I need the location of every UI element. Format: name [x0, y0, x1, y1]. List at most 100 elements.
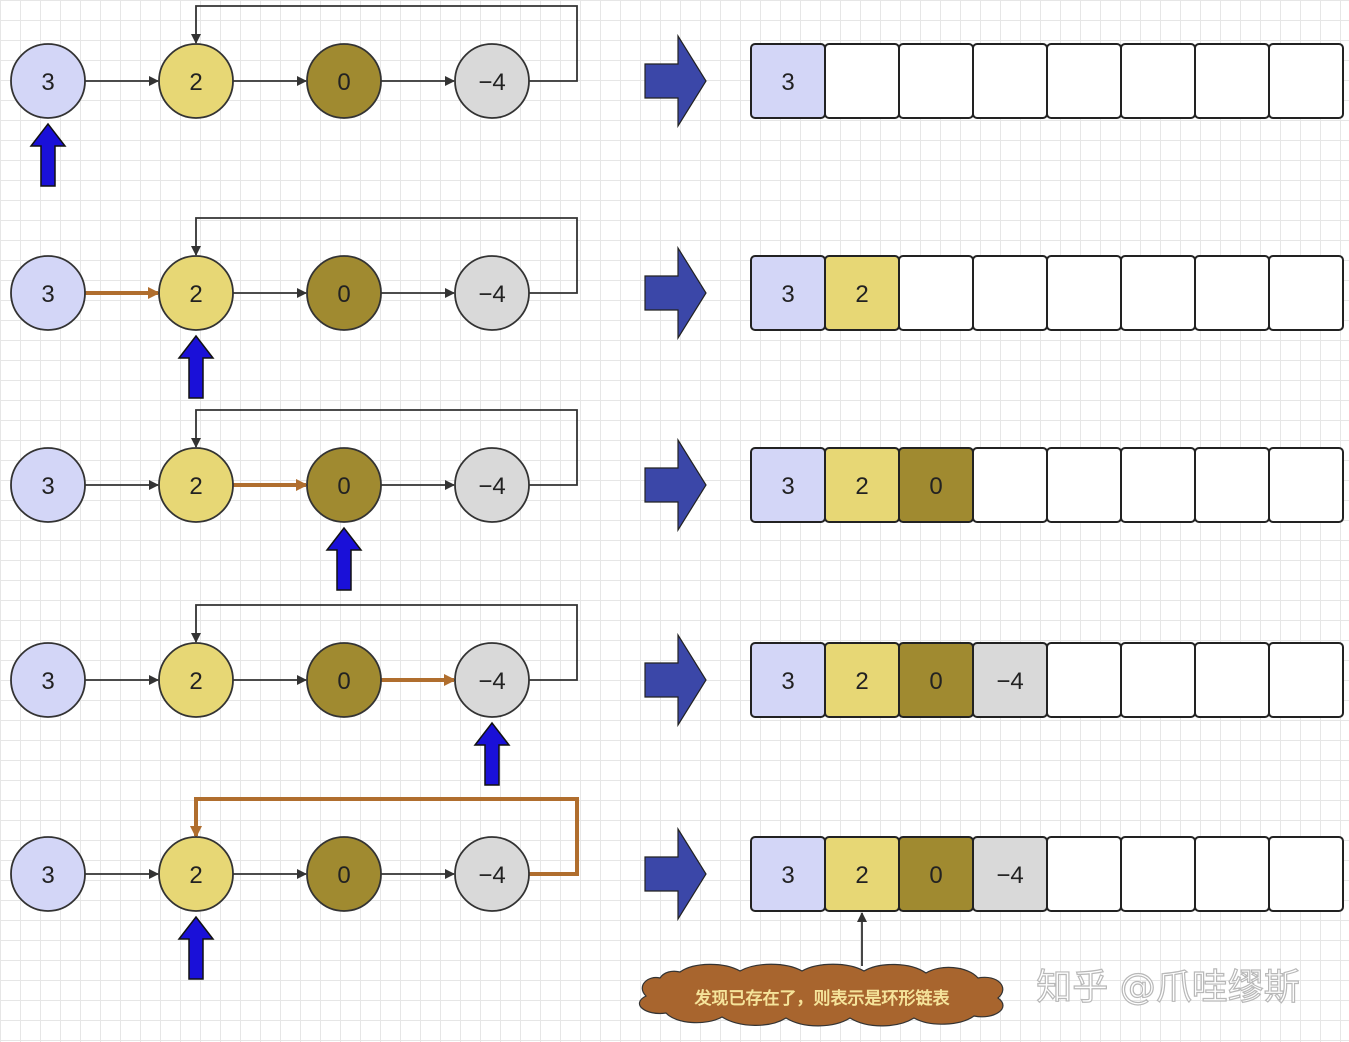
- node-3: [454, 43, 530, 119]
- array-cell-6: [1194, 836, 1270, 912]
- array-cell-6: [1194, 642, 1270, 718]
- array-cell-label-3: −4: [996, 668, 1023, 695]
- array-cell-7: [1268, 255, 1344, 331]
- node-2: [306, 642, 382, 718]
- array-cell-2: [898, 43, 974, 119]
- array-cell-3: [972, 43, 1048, 119]
- node-label-3: −4: [478, 69, 505, 96]
- big-arrow: [644, 826, 707, 922]
- node-label-2: 0: [337, 668, 350, 695]
- node-label-3: −4: [478, 281, 505, 308]
- node-3: [454, 255, 530, 331]
- array-cell-label-1: 2: [855, 281, 868, 308]
- array-cell-5: [1120, 447, 1196, 523]
- node-label-2: 0: [337, 281, 350, 308]
- array-cell-5: [1120, 642, 1196, 718]
- node-0: [10, 642, 86, 718]
- callout-text: 发现已存在了，则表示是环形链表: [694, 988, 951, 1009]
- node-label-0: 3: [41, 69, 54, 96]
- array-cell-1: [824, 43, 900, 119]
- node-1: [158, 255, 234, 331]
- node-2: [306, 447, 382, 523]
- loop-edge: [191, 217, 578, 294]
- array-cell-6: [1194, 447, 1270, 523]
- array-cell-label-0: 3: [781, 281, 794, 308]
- node-label-0: 3: [41, 281, 54, 308]
- node-label-2: 0: [337, 69, 350, 96]
- array-cell-7: [1268, 836, 1344, 912]
- node-3: [454, 836, 530, 912]
- array-cell-3: [972, 447, 1048, 523]
- node-label-0: 3: [41, 862, 54, 889]
- array-cell-4: [1046, 447, 1122, 523]
- array-cell-label-0: 3: [781, 69, 794, 96]
- node-3: [454, 447, 530, 523]
- node-3: [454, 642, 530, 718]
- array-cell-7: [1268, 642, 1344, 718]
- node-label-1: 2: [189, 862, 202, 889]
- pointer-arrow: [177, 915, 215, 980]
- array-cell-5: [1120, 43, 1196, 119]
- node-1: [158, 836, 234, 912]
- node-label-1: 2: [189, 69, 202, 96]
- array-cell-label-2: 0: [929, 668, 942, 695]
- array-cell-3: [972, 255, 1048, 331]
- big-arrow: [644, 437, 707, 533]
- big-arrow: [644, 33, 707, 129]
- node-label-2: 0: [337, 862, 350, 889]
- node-label-0: 3: [41, 473, 54, 500]
- node-label-3: −4: [478, 668, 505, 695]
- node-0: [10, 43, 86, 119]
- node-0: [10, 255, 86, 331]
- node-0: [10, 447, 86, 523]
- big-arrow: [644, 632, 707, 728]
- array-cell-7: [1268, 43, 1344, 119]
- array-cell-label-0: 3: [781, 473, 794, 500]
- pointer-arrow: [325, 526, 363, 591]
- array-cell-2: [898, 255, 974, 331]
- node-0: [10, 836, 86, 912]
- array-cell-label-2: 0: [929, 473, 942, 500]
- array-cell-4: [1046, 43, 1122, 119]
- node-2: [306, 836, 382, 912]
- callout: 发现已存在了，则表示是环形链表: [638, 963, 1004, 1027]
- node-2: [306, 255, 382, 331]
- pointer-arrow: [29, 122, 67, 187]
- loop-edge: [191, 604, 578, 681]
- array-cell-label-1: 2: [855, 668, 868, 695]
- array-cell-6: [1194, 255, 1270, 331]
- node-1: [158, 642, 234, 718]
- node-2: [306, 43, 382, 119]
- step-1: 3 2 0 −4 3: [10, 5, 1344, 187]
- array-cell-label-0: 3: [781, 668, 794, 695]
- node-label-2: 0: [337, 473, 350, 500]
- array-cell-4: [1046, 255, 1122, 331]
- array-cell-5: [1120, 836, 1196, 912]
- loop-edge: [191, 409, 578, 486]
- array-cell-label-1: 2: [855, 473, 868, 500]
- array-cell-4: [1046, 642, 1122, 718]
- node-1: [158, 447, 234, 523]
- array-cell-5: [1120, 255, 1196, 331]
- node-label-1: 2: [189, 473, 202, 500]
- pointer-arrow: [473, 721, 511, 786]
- node-label-1: 2: [189, 281, 202, 308]
- array-cell-label-1: 2: [855, 862, 868, 889]
- array-cell-6: [1194, 43, 1270, 119]
- array-cell-label-2: 0: [929, 862, 942, 889]
- pointer-arrow: [177, 334, 215, 399]
- loop-edge: [191, 5, 578, 82]
- node-label-1: 2: [189, 668, 202, 695]
- array-cell-label-0: 3: [781, 862, 794, 889]
- array-cell-4: [1046, 836, 1122, 912]
- array-cell-7: [1268, 447, 1344, 523]
- loop-edge: [190, 797, 579, 876]
- watermark: 知乎 @爪哇缪斯: [1036, 967, 1299, 1008]
- big-arrow: [644, 245, 707, 341]
- node-label-3: −4: [478, 862, 505, 889]
